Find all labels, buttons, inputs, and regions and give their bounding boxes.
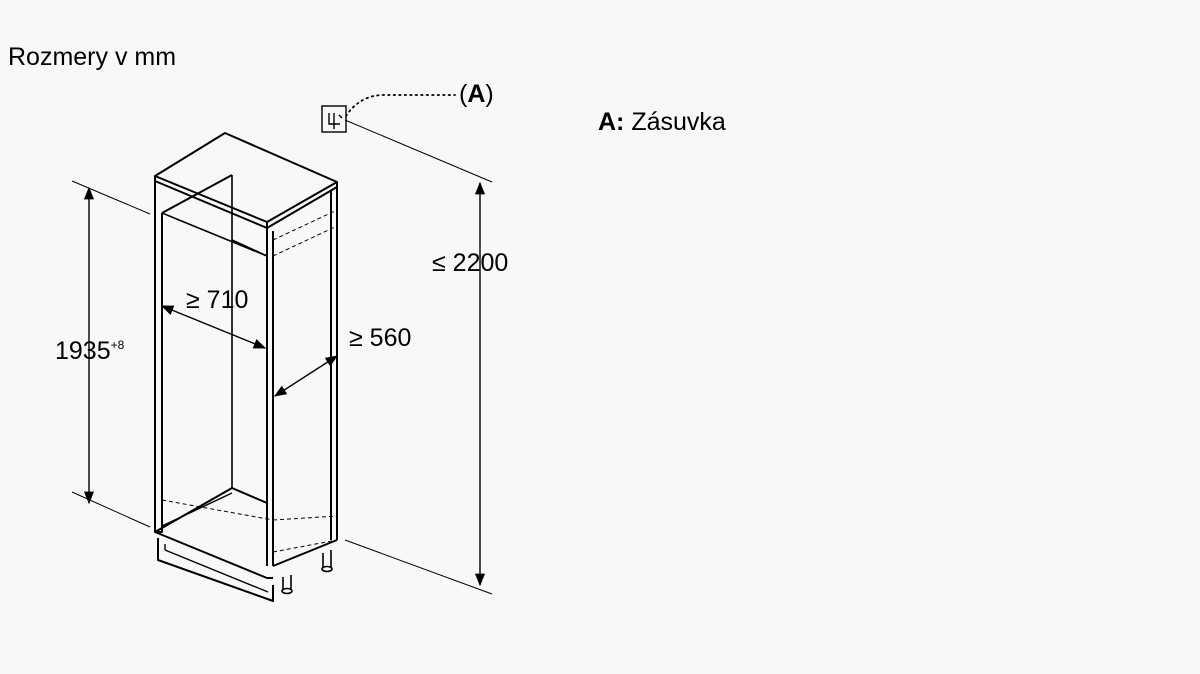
callout-letter: A [467,80,486,108]
legend: A: Zásuvka [598,110,726,135]
hidden-lines [161,209,338,553]
width-dimension-label: ≥ 560 [349,324,412,352]
depth-dimension-label: ≥ 710 [186,286,249,314]
dimension-arrows [83,181,486,587]
niche-height-value: 1935 [55,337,111,365]
socket-callout: (A) [459,82,494,107]
callout-leader [345,94,456,117]
extension-lines [71,119,493,595]
cabinet [154,132,338,602]
electrical-socket-icon [321,105,347,133]
niche-height-dimension-label: 1935+8 [55,339,124,364]
niche-height-tolerance: +8 [110,338,125,352]
callout-close: ) [485,80,494,108]
total-height-dimension-label: ≤ 2200 [432,249,509,277]
callout-open: ( [459,80,468,108]
legend-key: A: [598,108,625,136]
page-title: Rozmery v mm [8,43,177,71]
legend-text: Zásuvka [631,108,726,136]
